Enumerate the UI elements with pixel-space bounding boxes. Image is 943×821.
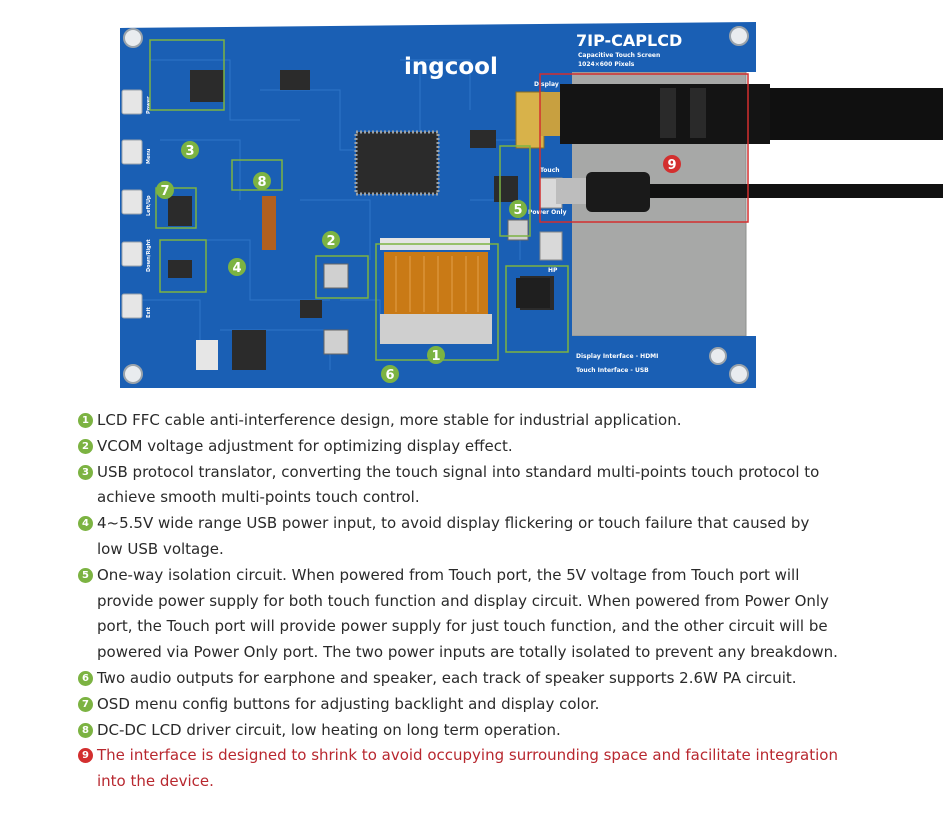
board-model: 7IP-CAPLCD [576,31,682,50]
feature-text: DC-DC LCD driver circuit, low heating on… [97,720,561,739]
callout-1 [427,346,445,364]
feature-item-7: 7 OSD menu config buttons for adjusting … [78,692,838,718]
port-label-power: Power Only [528,209,567,216]
feature-number-badge: 3 [78,464,93,480]
button-label-down-right: Down/Right [146,239,152,272]
button-label-left-up: Left/Up [146,195,152,216]
feature-text: OSD menu config buttons for adjusting ba… [97,694,600,713]
callout-1-label: 1 [431,349,440,364]
feature-number-badge: 2 [78,438,93,454]
feature-text: The interface is designed to shrink to a… [97,746,838,791]
mounting-holes [123,26,749,384]
port-label-touch: Touch [540,167,560,174]
feature-item-4: 4 4~5.5V wide range USB power input, to … [78,511,838,563]
feature-text: Two audio outputs for earphone and speak… [97,668,797,687]
board-subtitle-2: 1024×600 Pixels [578,61,635,68]
feature-number-badge: 5 [78,567,93,583]
button-label-menu: Menu [146,148,152,164]
callout-3 [181,141,199,159]
callout-5-label: 5 [513,203,522,218]
feature-item-1: 1 LCD FFC cable anti-interference design… [78,408,838,434]
callout-8 [253,172,271,190]
callout-7-label: 7 [160,184,169,199]
feature-number-badge: 9 [78,748,93,764]
board-brand: ingcool [404,54,498,80]
callout-9 [663,155,681,173]
callout-2-label: 2 [326,234,335,249]
feature-item-3: 3 USB protocol translator, converting th… [78,460,838,512]
board-subtitle-1: Capacitive Touch Screen [578,52,660,59]
feature-text: LCD FFC cable anti-interference design, … [97,411,682,429]
feature-text: 4~5.5V wide range USB power input, to av… [97,514,810,558]
cables [540,84,943,212]
feature-number-badge: 4 [78,516,93,532]
callout-2 [322,231,340,249]
feature-text: USB protocol translator, converting the … [97,462,820,507]
interface-label-touch: Touch Interface - USB [576,367,649,374]
main-chip [354,130,440,196]
power-usb-port [539,231,563,261]
feature-item-9: 9 The interface is designed to shrink to… [78,743,838,795]
callout-7 [156,181,174,199]
callout-6-label: 6 [385,368,394,383]
callout-4 [228,258,246,276]
callout-3-label: 3 [185,144,194,159]
callout-5 [509,200,527,218]
feature-item-2: 2 VCOM voltage adjustment for optimizing… [78,434,838,460]
interface-label-display: Display Interface - HDMI [576,353,658,360]
feature-item-8: 8 DC-DC LCD driver circuit, low heating … [78,718,838,744]
feature-number-badge: 8 [78,722,93,738]
port-label-display: Display [534,81,559,88]
board-figure: ingcool 7IP-CAPLCD Capacitive Touch Scre… [120,22,943,388]
feature-list: 1 LCD FFC cable anti-interference design… [78,408,838,795]
feature-number-badge: 7 [78,696,93,712]
callout-8-label: 8 [257,175,266,190]
feature-number-badge: 6 [78,670,93,686]
callout-4-label: 4 [232,261,241,276]
ffc-cable [384,252,488,314]
button-label-exit: Exit [146,307,152,318]
feature-item-6: 6 Two audio outputs for earphone and spe… [78,666,838,692]
callout-6 [381,365,399,383]
pcb-board [120,22,756,388]
button-label-power: Power [146,96,152,114]
feature-text: VCOM voltage adjustment for optimizing d… [97,436,513,455]
callout-9-label: 9 [667,158,676,173]
audio-jack [516,278,550,308]
port-label-hp: HP [548,267,558,274]
feature-item-5: 5 One-way isolation circuit. When powere… [78,563,838,666]
red-highlight-box [539,73,749,223]
feature-number-badge: 1 [78,413,93,428]
feature-text: One-way isolation circuit. When powered … [97,565,838,662]
